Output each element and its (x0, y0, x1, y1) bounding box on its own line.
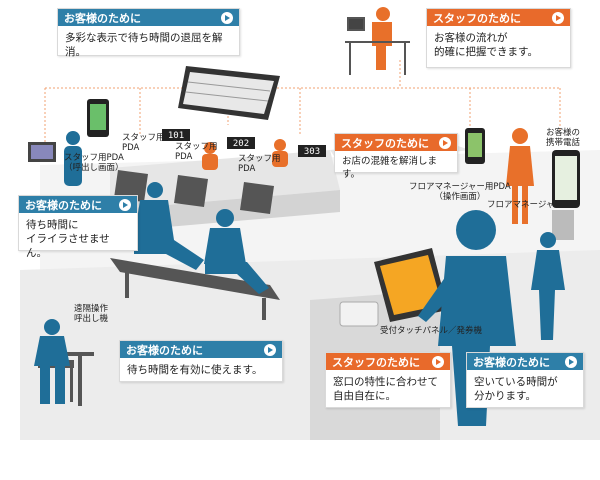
customer-figures (34, 131, 565, 426)
callout-header: スタッフのために (332, 355, 420, 369)
arrow-right-icon (119, 198, 131, 211)
arrow-right-icon (432, 355, 444, 368)
staff-figures (202, 7, 534, 224)
callout-header: お客様のために (25, 198, 102, 212)
callout-body: 待ち時間を有効に使えます。 (127, 364, 263, 376)
arrow-right-icon (221, 11, 233, 24)
label-staff-pda-3: スタッフ用 PDA (238, 154, 281, 174)
callout-body: お店の混雑を解消します。 (342, 156, 438, 180)
counter-number-202: 202 (233, 139, 249, 149)
callout-body: 窓口の特性に合わせて 自由自在に。 (333, 376, 438, 403)
callout-mid-staff: スタッフのために お店の混雑を解消します。 (334, 133, 458, 180)
callout-top-staff: スタッフのために お客様の流れが 的確に把握できます。 (426, 8, 571, 68)
waiting-display-board (178, 66, 280, 120)
callout-header: お客様のために (64, 11, 141, 25)
callout-header: お客様のために (473, 355, 550, 369)
callout-bottom-left-customer: お客様のために 待ち時間を有効に使えます。 (119, 340, 283, 382)
label-staff-pda-2: スタッフ用 PDA (175, 142, 218, 162)
callout-header: スタッフのために (433, 11, 521, 25)
counter-number-signs (162, 129, 326, 157)
label-staff-pda-call: スタッフ用PDA （呼出し画面） (64, 153, 124, 173)
label-customer-phone: お客様の 携帯電話 (546, 128, 581, 148)
counter-number-101: 101 (168, 131, 184, 141)
callout-body: お客様の流れが 的確に把握できます。 (434, 32, 538, 59)
callout-left-customer: お客様のために 待ち時間に イライラさせません。 (18, 195, 138, 259)
label-floor-manager: フロアマネージャー (487, 200, 563, 210)
arrow-right-icon (264, 343, 276, 356)
devices (28, 99, 580, 240)
arrow-right-icon (552, 11, 564, 24)
callout-header: スタッフのために (341, 136, 429, 150)
callout-header: お客様のために (126, 343, 203, 357)
callout-bottom-right-customer: お客様のために 空いている時間が 分かります。 (466, 352, 584, 408)
callout-body: 空いている時間が 分かります。 (474, 376, 558, 403)
callout-body: 多彩な表示で待ち時間の退屈を解消。 (65, 32, 223, 59)
staff-desk (345, 17, 410, 75)
connector-lines (44, 60, 561, 150)
callout-bottom-staff: スタッフのために 窓口の特性に合わせて 自由自在に。 (325, 352, 451, 408)
callout-top-customer: お客様のために 多彩な表示で待ち時間の退屈を解消。 (57, 8, 240, 58)
counter-number-303: 303 (304, 147, 320, 157)
label-reception-panel: 受付タッチパネル／発券機 (380, 326, 483, 336)
arrow-right-icon (439, 136, 451, 149)
label-staff-pda-1: スタッフ用 PDA (122, 133, 165, 153)
label-floor-manager-pda: フロアマネージャー用PDA （操作画面） (409, 182, 511, 202)
label-remote-pager: 遠隔操作 呼出し機 (74, 304, 109, 324)
callout-body: 待ち時間に イライラさせません。 (26, 219, 110, 260)
arrow-right-icon (565, 355, 577, 368)
